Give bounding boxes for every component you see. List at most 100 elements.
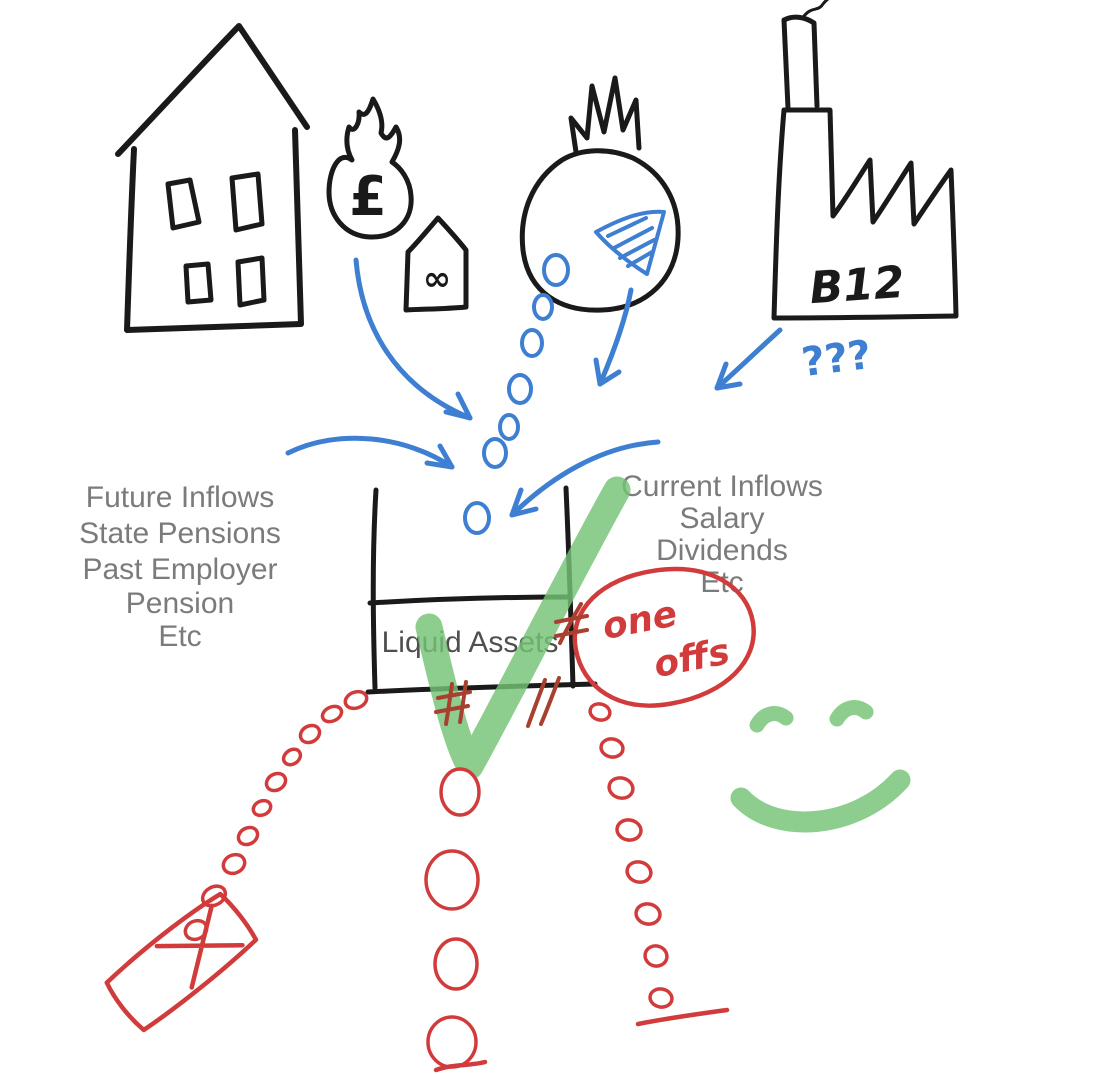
current-inflows-line: Salary [679,502,764,535]
arrow-head [593,357,622,387]
red-coin [615,818,643,842]
smoke-icon [802,0,829,18]
blue-arrow-right-swoop [509,439,661,518]
blue-coin-stream [463,253,570,535]
smiley-left-eye [749,706,794,733]
blue-arrow-from-pound [353,257,473,421]
arrow-shaft [353,257,473,421]
small-house-outline [403,215,469,313]
infinity-symbol: ∞ [423,259,451,299]
red-coin [221,852,247,876]
arrow-head [424,443,455,470]
blue-flag-hatching [606,216,656,268]
pound-blob-outline [326,96,414,240]
red-coin [264,771,288,793]
house-icon [115,23,310,333]
red-coin [320,704,344,724]
not-equal-mark-right [554,602,589,645]
blue-coin [520,328,544,358]
blue-coin [542,253,570,287]
house-roof [115,23,310,157]
red-coin-trail-middle [424,767,481,1069]
unknown-inflow-label: ??? [799,332,874,386]
arrow-head [509,487,539,518]
house-window-3 [183,261,214,305]
blue-arrow-left-swoop [285,435,455,470]
slash-strokes [526,676,561,728]
red-coin [588,702,612,722]
red-underline [635,1007,730,1027]
hash-strokes [434,680,472,726]
future-inflows-line: Etc [158,620,201,653]
coffin-icon [104,891,259,1033]
blue-coin [507,373,533,405]
money-bag-outline [519,148,681,313]
slash-mark-right [526,676,561,728]
red-coin [634,902,662,926]
arrow-shaft [714,327,783,391]
future-inflows-line: State Pensions [79,517,281,550]
house-window-4 [235,255,267,308]
arrow-shaft [285,435,455,470]
blue-arrow-from-money-bag [593,287,634,387]
green-smiley-face [730,700,911,833]
red-coin [424,849,480,911]
red-coin [643,944,669,968]
blue-arrow-from-factory [714,327,783,391]
red-coin [236,825,260,847]
arrow-shaft [597,287,634,387]
blue-coin [463,501,491,535]
box-left-wall [370,487,379,691]
coffin-outline [104,891,259,1033]
arrow-shaft [509,439,661,518]
money-bag-tuft [568,75,642,155]
house-body [124,127,304,333]
red-coin [433,937,479,991]
arrow-head [714,361,743,391]
not-equal-strokes [554,602,589,645]
house-window-2 [229,171,265,233]
future-inflows-line: Future Inflows [86,481,274,514]
red-coin [298,723,322,745]
blue-coin [482,437,508,469]
hash-mark-left [434,680,472,726]
blue-coin [532,293,554,321]
red-coin [439,767,481,817]
future-inflows-line: Pension [126,587,234,620]
red-coin [648,987,674,1009]
one-offs-bubble: one offs [572,566,756,708]
future-inflows-label-block: Future Inflows State Pensions Past Emplo… [79,481,281,653]
pound-symbol: £ [349,165,387,228]
box-shelf-line [367,594,573,606]
future-inflows-line: Past Employer [82,553,277,586]
factory-body [771,107,959,321]
red-scribble-bottom [433,1059,488,1073]
red-coin [599,737,625,759]
smiley-mouth [730,769,911,833]
factory-label: B12 [808,257,906,314]
current-inflows-label-block: Current Inflows Salary Dividends Etc [621,470,823,599]
small-house-icon: ∞ [403,215,469,313]
one-offs-word-1: one [599,593,680,648]
one-offs-circle [572,566,756,708]
red-coin [251,798,273,818]
current-inflows-line: Dividends [656,534,788,567]
money-bag-icon [519,75,681,313]
red-coin-trail-right [588,702,674,1009]
pound-blob-icon: £ [326,96,414,240]
one-offs-word-2: offs [651,631,734,686]
red-coin [607,776,635,800]
factory-icon: B12 [771,0,959,321]
blue-coin [498,413,520,441]
arrow-head [443,391,473,421]
red-coin [281,747,303,767]
coffin-cross [154,903,245,990]
factory-chimney [781,14,820,111]
red-coin [426,1015,478,1069]
smiley-right-eye [829,700,874,727]
current-inflows-line: Current Inflows [621,470,823,503]
red-coin [625,860,653,884]
red-coin [343,689,369,711]
blue-flag-outline [594,209,666,276]
